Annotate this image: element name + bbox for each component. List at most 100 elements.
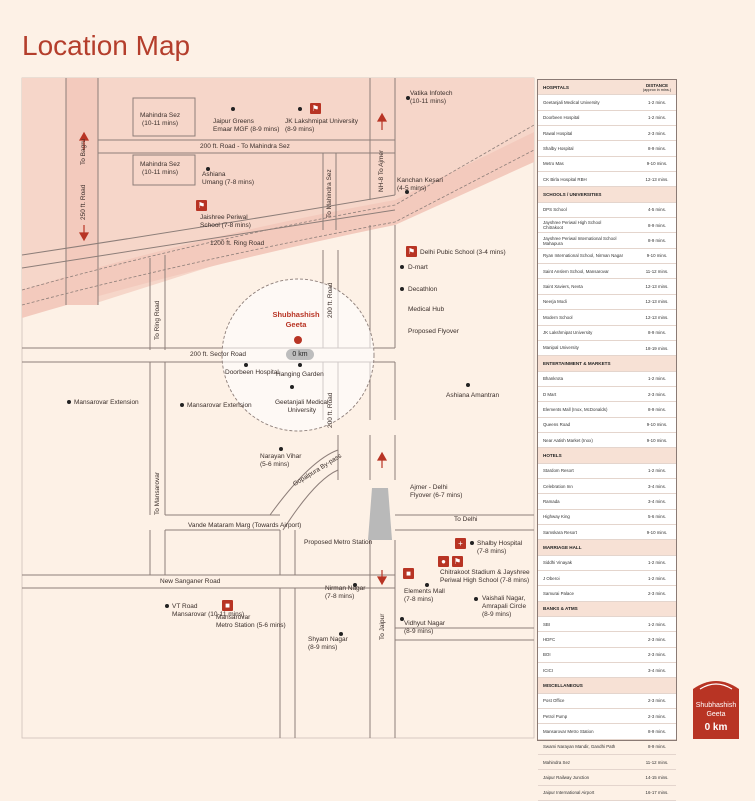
school-icon: ⚑	[196, 200, 207, 211]
table-row: HDFC 2-3 mins.	[538, 632, 676, 648]
place-vaishali: Vaishali Nagar, Amrapali Circle (8-9 min…	[482, 595, 527, 619]
table-row-place: Highway King	[543, 514, 570, 520]
table-row-place: Mahindra Sez	[543, 759, 571, 765]
place-dps: Delhi Pubic School (3-4 mins)	[420, 249, 506, 256]
table-row-place: Metro Mas	[543, 161, 564, 167]
table-row: Jayshree Periwal International School Ma…	[538, 233, 676, 249]
table-row-distance: 12-13 mins.	[645, 314, 669, 320]
school-icon: ⚑	[406, 246, 417, 257]
place-dot	[405, 190, 409, 194]
table-row-distance: 8-9 mins.	[647, 222, 667, 228]
table-row: Elements Mall (Inox, McDonalds)8-9 mins.	[538, 402, 676, 418]
table-row-distance: 1-2 mins.	[647, 376, 667, 382]
place-dot	[206, 167, 210, 171]
place-elements-mall: Elements Mall (7-8 mins)	[404, 588, 445, 604]
table-row-place: Celebration Inn	[543, 483, 573, 489]
map-canvas	[21, 77, 535, 739]
place-ashiana-umang: Ashiana Umang (7-8 mins)	[202, 171, 255, 187]
place-mahindra-sez-2: Mahindra Sez (10-11 mins)	[140, 161, 181, 177]
road-label-200-mahindra: 200 ft. Road - To Mahindra Sez	[200, 143, 290, 150]
table-row-distance: 8-9 mins.	[647, 238, 667, 244]
table-row-distance: 11-12 mins.	[645, 268, 669, 274]
table-row-place: Doorbeen Hospital	[543, 115, 580, 121]
place-dot	[244, 363, 248, 367]
table-section-header: ENTERTAINMENT & MARKETS	[538, 356, 676, 372]
place-shalby: Shalby Hospital (7-8 mins)	[477, 540, 523, 556]
table-row: Near Aatish Market (Inox)9-10 mins.	[538, 433, 676, 449]
table-row-distance: 2-3 mins.	[647, 637, 667, 643]
table-section-title: HOTELS	[543, 452, 562, 458]
road-label-to-bagru: To Bagru	[80, 138, 87, 165]
table-row-distance: 8-9 mins.	[647, 744, 667, 750]
place-kanchan: Kanchan Kesari (4-5 mins)	[397, 177, 443, 193]
table-row-distance: 9-10 mins.	[646, 437, 668, 443]
place-mansarovar-ext: Mansarovar Extension	[187, 402, 252, 409]
table-section-header: SCHOOLS / UNIVERSITIES	[538, 187, 676, 203]
table-section-title: BANKS & ATMS	[543, 606, 578, 612]
road-label-to-mahindra-sez: To Mahindra Sez	[326, 169, 333, 218]
table-section-header: BANKS & ATMS	[538, 601, 676, 618]
place-mansarovar-ext-w: Mansarovar Extension	[74, 399, 139, 406]
flyover-shape	[368, 488, 392, 540]
place-dot	[425, 583, 429, 587]
road-label-to-ring-road: To Ring Road	[154, 300, 161, 340]
marker-line1: Shubhashish	[695, 702, 737, 709]
place-decathlon: Decathlon	[408, 286, 438, 293]
place-dot	[298, 107, 302, 111]
table-row-distance: 8-9 mins.	[647, 729, 667, 735]
place-mahindra-sez-1: Mahindra Sez (10-11 mins)	[140, 112, 181, 128]
place-ashiana-amantran: Ashiana Amantran	[446, 392, 500, 399]
table-row: Modern School 12-13 mins.	[538, 310, 676, 326]
table-row-place: HDFC	[543, 637, 556, 643]
road-label-sector-road: 200 ft. Sector Road	[190, 351, 247, 358]
table-row-place: Jaipur Railway Junction	[543, 775, 590, 781]
table-row-distance: 5-6 mins.	[647, 514, 667, 520]
table-row-place: Shalby Hospital	[543, 146, 574, 152]
project-name-line2: Geeta	[285, 319, 307, 329]
table-row-distance: 16-17 mins.	[645, 790, 669, 796]
table-row-distance: 9-10 mins.	[646, 422, 668, 428]
table-row-place: JK Lakshmipat University	[543, 330, 593, 336]
table-row-place: SBI	[543, 621, 551, 627]
table-row-place: Modern School	[543, 314, 573, 320]
table-row-place: Siddhi Vinayak	[543, 560, 572, 566]
road-lines	[21, 78, 534, 738]
table-row-distance: 8-9 mins.	[647, 406, 667, 412]
place-dot	[470, 541, 474, 545]
table-row-distance: 2-3 mins.	[647, 391, 667, 397]
table-row-distance: 4-5 mins.	[647, 207, 667, 213]
table-row-distance: 2-3 mins.	[647, 652, 667, 658]
place-doorbeen: Doorbeen Hospital	[225, 369, 279, 376]
table-row-place: ICICI	[543, 667, 554, 673]
table-row-place: Geetanjali Medical University	[543, 99, 600, 105]
project-location-dot	[294, 336, 302, 344]
table-row-distance: 8-9 mins.	[647, 330, 667, 336]
project-marker	[693, 681, 739, 739]
table-row-distance: 1-2 mins.	[647, 575, 667, 581]
table-row-distance: 11-12 mins.	[645, 759, 669, 765]
table-row-distance: 2-3 mins.	[647, 130, 667, 136]
table-row-place: Swami Narayan Mandir, Gandhi Path	[543, 744, 616, 750]
place-dot	[165, 604, 169, 608]
table-section-title: MISCELLANEOUS	[543, 682, 583, 688]
road-label-medical-hub: Medical Hub	[408, 306, 445, 313]
table-row-place: Saint Anslem School, Mansarovar	[543, 268, 609, 274]
table-row-place: Jayshree Periwal High School Chitrakoot	[543, 220, 602, 231]
place-dot	[466, 383, 470, 387]
place-dot	[400, 287, 404, 291]
table-row-distance: 12-13 mins.	[645, 176, 669, 182]
table-row-place: Mansarovar Metro Station	[543, 729, 594, 735]
place-jk-university: JK Lakshmipat University (8-9 mins)	[285, 118, 358, 134]
